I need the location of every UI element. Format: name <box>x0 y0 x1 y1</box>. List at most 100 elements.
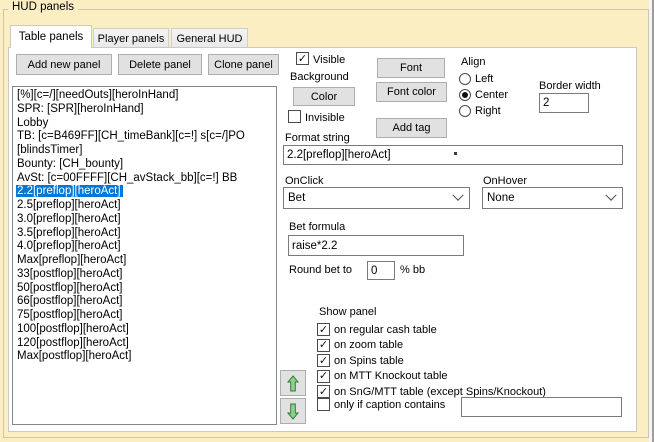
list-item-text: 120[postflop][heroAct] <box>17 336 129 349</box>
visible-checkbox[interactable] <box>296 52 309 65</box>
invisible-checkbox[interactable] <box>288 110 301 123</box>
show-option-checkbox[interactable] <box>317 323 330 336</box>
invisible-label: Invisible <box>305 112 345 124</box>
list-item[interactable]: 120[postflop][heroAct] <box>16 337 276 351</box>
clone-panel-button[interactable]: Clone panel <box>208 54 279 75</box>
font-color-button[interactable]: Font color <box>376 82 447 102</box>
align-radio-right[interactable]: Right <box>459 103 525 119</box>
align-radio-label: Left <box>475 73 494 85</box>
caption-filter-checkbox[interactable] <box>317 398 330 411</box>
list-item-text: Bounty: [CH_bounty] <box>17 157 124 170</box>
delete-panel-button[interactable]: Delete panel <box>118 54 202 75</box>
onhover-dropdown[interactable]: None <box>482 187 623 209</box>
round-bet-input[interactable] <box>367 261 395 280</box>
list-item[interactable]: 75[postflop][heroAct] <box>16 309 276 323</box>
list-item[interactable]: SPR: [SPR][heroInHand] <box>16 103 276 117</box>
list-item[interactable]: 100[postflop][heroAct] <box>16 323 276 337</box>
move-panel-down-button[interactable] <box>280 398 306 424</box>
show-option-checkbox[interactable] <box>317 354 330 367</box>
list-item[interactable]: 3.0[preflop][heroAct] <box>16 213 276 227</box>
border-width-label: Border width <box>539 80 601 92</box>
list-item[interactable]: 33[postflop][heroAct] <box>16 268 276 282</box>
onhover-label: OnHover <box>483 175 528 187</box>
tab-label: Table panels <box>18 31 84 43</box>
font-button[interactable]: Font <box>377 58 445 78</box>
radio-icon <box>459 73 471 85</box>
show-option-checkbox[interactable] <box>317 338 330 352</box>
background-label: Background <box>290 71 349 83</box>
list-item[interactable]: 66[postflop][heroAct] <box>16 295 276 309</box>
caption-filter-label: only if caption contains <box>334 398 446 411</box>
list-item-text: TB: [c=B469FF][CH_timeBank][c=!] s[c=/]P… <box>17 130 245 143</box>
show-option-label: on SnG/MTT table (except Spins/Knockout) <box>334 385 546 398</box>
show-option-label: on MTT Knockout table <box>334 370 448 382</box>
move-panel-up-button[interactable] <box>280 370 306 396</box>
show-option-label: on regular cash table <box>334 323 437 336</box>
tab-table-panels[interactable]: Table panels <box>10 25 92 48</box>
list-item-text: 50[postflop][heroAct] <box>17 281 123 294</box>
list-item[interactable]: 2.5[preflop][heroAct] <box>16 199 276 213</box>
onclick-label: OnClick <box>285 175 324 187</box>
list-item-text: Max[postflop][heroAct] <box>17 350 132 363</box>
show-panel-option: on MTT Knockout table <box>317 369 448 383</box>
align-radio-label: Right <box>475 105 501 117</box>
show-option-checkbox[interactable] <box>317 369 330 383</box>
bet-formula-input[interactable] <box>288 235 464 256</box>
list-item[interactable]: Lobby <box>16 117 276 131</box>
list-item[interactable]: TB: [c=B469FF][CH_timeBank][c=!] s[c=/]P… <box>16 130 276 144</box>
caption-filter-row: only if caption contains <box>317 398 445 411</box>
onclick-dropdown[interactable]: Bet <box>283 187 470 209</box>
align-radio-left[interactable]: Left <box>459 71 525 87</box>
align-radio-label: Center <box>475 89 509 101</box>
list-item[interactable]: AvSt: [c=00FFFF][CH_avStack_bb][c=!] BB <box>16 172 276 186</box>
format-string-input[interactable] <box>283 145 623 165</box>
show-panel-option: on Spins table <box>317 354 404 367</box>
onhover-value: None <box>487 192 515 204</box>
list-item[interactable]: 4.0[preflop][heroAct] <box>16 240 276 254</box>
show-panel-option: on SnG/MTT table (except Spins/Knockout) <box>317 385 546 398</box>
list-item-text: 3.5[preflop][heroAct] <box>17 226 121 239</box>
tab-label: Player panels <box>97 32 165 45</box>
caption-filter-input[interactable] <box>461 397 622 417</box>
list-item-text: SPR: [SPR][heroInHand] <box>17 102 144 115</box>
border-width-input[interactable] <box>539 93 589 113</box>
list-item[interactable]: 50[postflop][heroAct] <box>16 282 276 296</box>
list-item-text: 3.0[preflop][heroAct] <box>17 212 121 225</box>
radio-icon <box>459 105 471 117</box>
onclick-value: Bet <box>288 192 306 204</box>
list-item[interactable]: [blindsTimer] <box>16 144 276 158</box>
tab-label: General HUD <box>176 32 243 45</box>
list-item[interactable]: [%][c=/][needOuts][heroInHand] <box>16 89 276 103</box>
list-item[interactable]: Max[postflop][heroAct] <box>16 350 276 364</box>
list-item[interactable]: 2.2[preflop][heroAct] <box>16 185 276 199</box>
round-bet-label: Round bet to <box>289 264 352 276</box>
show-panel-label: Show panel <box>319 306 377 318</box>
chevron-down-icon <box>605 189 617 201</box>
tab-player-panels[interactable]: Player panels <box>93 28 169 48</box>
list-item[interactable]: Bounty: [CH_bounty] <box>16 158 276 172</box>
tab-general-hud[interactable]: General HUD <box>171 28 248 48</box>
show-option-checkbox[interactable] <box>317 385 330 398</box>
format-string-label: Format string <box>285 132 350 144</box>
list-item-text: 2.5[preflop][heroAct] <box>17 199 121 211</box>
round-bet-suffix: % bb <box>400 264 426 276</box>
background-color-button[interactable]: Color <box>293 87 355 106</box>
list-item[interactable]: 3.5[preflop][heroAct] <box>16 227 276 241</box>
list-item-text: [%][c=/][needOuts][heroInHand] <box>17 89 179 101</box>
list-item-text: 4.0[preflop][heroAct] <box>17 240 121 253</box>
list-item[interactable]: Max[preflop][heroAct] <box>16 254 276 268</box>
list-item-text: 2.2[preflop][heroAct] <box>16 185 123 198</box>
window-right-edge <box>649 0 654 442</box>
add-tag-button[interactable]: Add tag <box>376 118 447 138</box>
panel-listbox[interactable]: [%][c=/][needOuts][heroInHand]SPR: [SPR]… <box>12 86 277 425</box>
list-item-text: 66[postflop][heroAct] <box>17 295 123 308</box>
green-down-arrow-icon <box>287 403 299 420</box>
align-radio-center[interactable]: Center <box>459 87 525 103</box>
show-panel-option: on zoom table <box>317 338 403 352</box>
chevron-down-icon <box>452 189 464 201</box>
list-item-text: [blindsTimer] <box>17 144 83 156</box>
list-item-text: Lobby <box>17 116 49 129</box>
add-new-panel-button[interactable]: Add new panel <box>16 54 112 75</box>
align-label: Align <box>461 56 486 68</box>
